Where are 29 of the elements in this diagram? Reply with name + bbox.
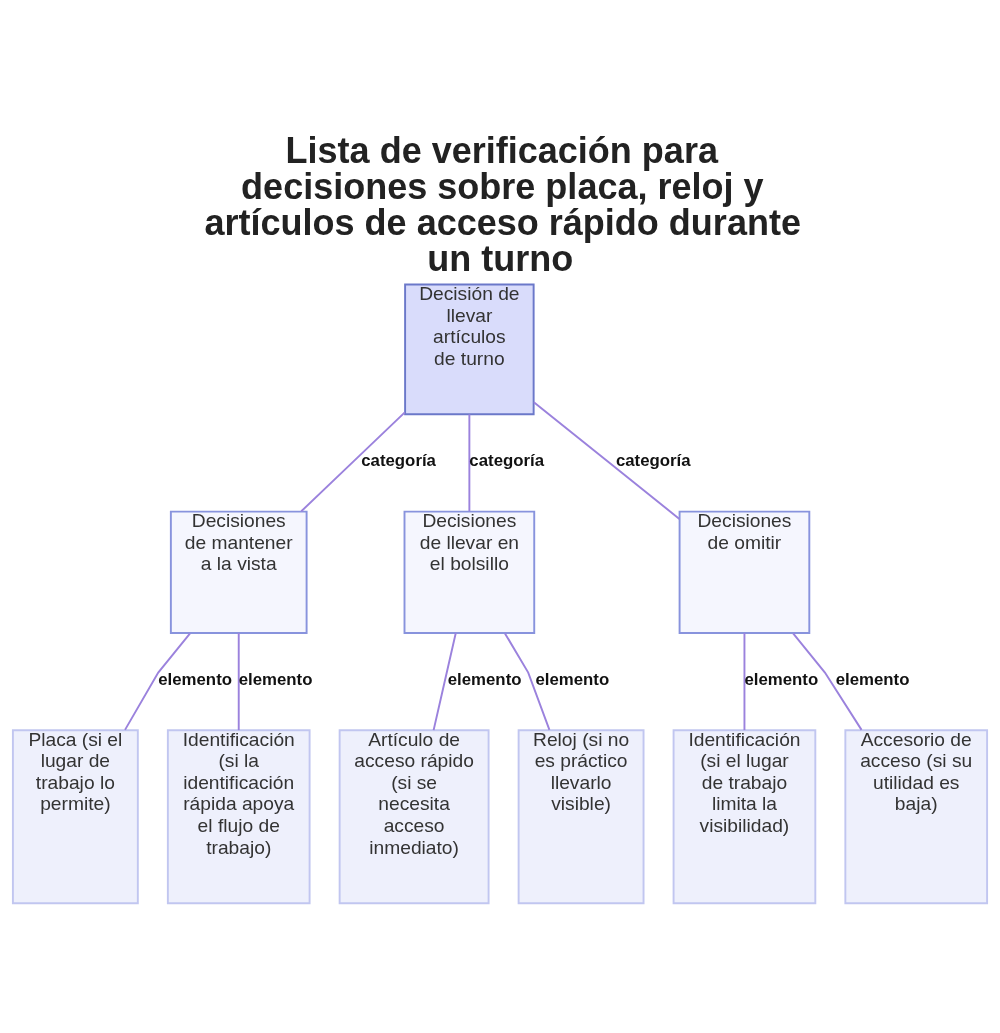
edge-label: categoría [469,450,545,470]
node-box: Decisión de llevar artículos de turno [404,283,535,415]
edge-label: elemento [158,669,232,689]
connector [504,631,551,731]
edge-label: categoría [615,450,691,470]
node-box: Identificación (si el lugar de trabajo limita la visibilidad) [672,728,817,904]
edge-label: elemento [238,669,313,689]
node-box: Reloj (si no es práctico llevarlo visible) [517,728,645,904]
edge-label: categoría [361,450,436,470]
node-box: Decisiones de omitir [678,510,811,634]
connector [792,631,863,731]
connector [432,631,457,731]
node-box: Artículo de acceso rápido (si se necesita acceso inmediato) [338,728,490,904]
connector [532,400,681,520]
edge-label: elemento [447,669,522,689]
node-box: Decisiones de llevar en el bolsillo [403,510,536,634]
connector [124,631,191,731]
diagram-title: Lista de verificación para decisiones sobre placa, reloj y artículos de acceso rápido durante un turno [204,129,801,279]
node-box: Accesorio de acceso (si su utilidad es baja) [844,728,989,904]
edge-label: elemento [835,669,910,689]
connector [237,631,240,731]
edge-label: elemento [535,669,610,689]
node-box: Decisiones de mantener a la vista [169,510,308,634]
connector [743,631,746,731]
connector [300,410,406,512]
edge-label: elemento [744,669,819,689]
node-box: Placa (si el lugar de trabajo lo permite) [11,728,139,904]
node-box: Identificación (si la identificación rápida apoya el flujo de trabajo) [166,728,311,904]
connector [468,412,471,512]
